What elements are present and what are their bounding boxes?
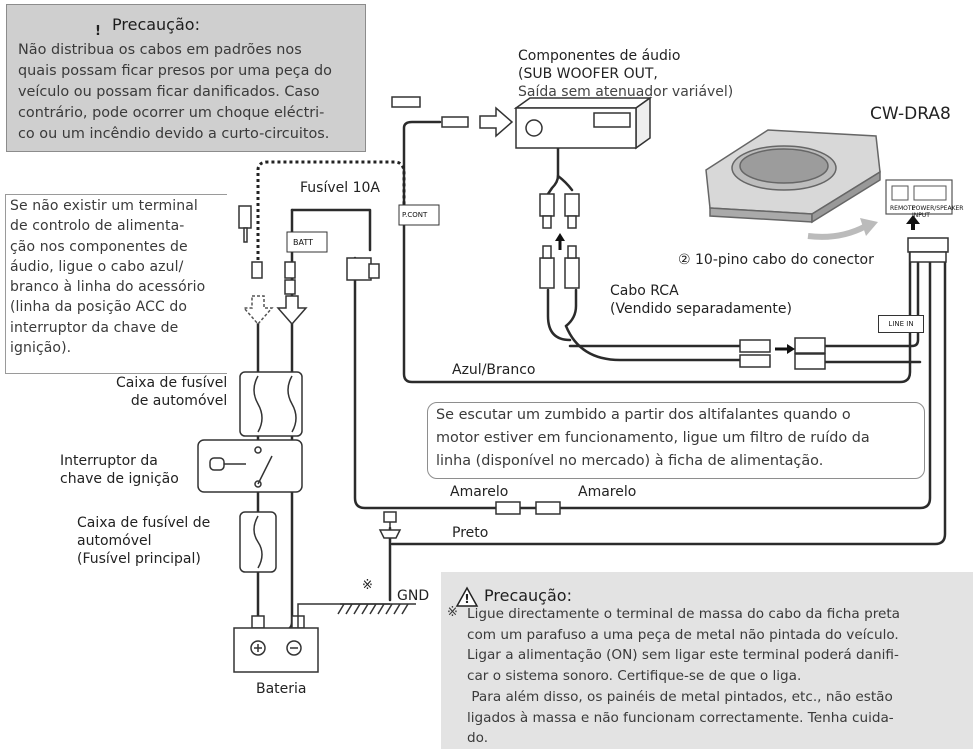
ref-mark: ※ — [362, 578, 373, 593]
wire-yellow — [353, 256, 932, 510]
wire-blue-white — [402, 203, 912, 384]
caution-bottom-title: Precaução: — [484, 586, 572, 605]
caution-bottom-line: com um parafuso a uma peça de metal não … — [467, 626, 899, 643]
acc-note-line: branco à linha do acessório — [10, 279, 206, 296]
hum-note-line: linha (disponível no mercado) à ficha de… — [436, 453, 824, 469]
gnd-label: GND — [397, 588, 430, 604]
wire-dotted — [256, 160, 406, 278]
caution-top-line: Não distribua os cabos em padrões nos — [18, 42, 302, 58]
hum-note-box — [427, 402, 925, 479]
product-label: CW-DRA8 — [870, 104, 951, 124]
caution-bottom-line: car o sistema sonoro. Certifique-se de q… — [467, 668, 802, 685]
yellow-label-right: Amarelo — [578, 484, 637, 500]
ignition-label-line: chave de ignição — [60, 471, 179, 487]
main-fuse-box — [239, 511, 277, 573]
ignition-switch — [197, 439, 303, 493]
wire-batt — [290, 208, 372, 252]
audio-label-line: Saída sem atenuador variável) — [518, 84, 734, 100]
caution-top-line: co ou um incêndio devido a curto-circuit… — [18, 126, 330, 142]
caution-box-bottom — [441, 572, 973, 749]
line-in-tag: LINE IN — [878, 315, 924, 333]
warning-icon: ! — [95, 24, 101, 39]
caution-bottom-mark: ※ — [447, 605, 458, 620]
caution-top-text: Não distribua os cabos em padrões nos qu… — [18, 40, 363, 145]
caution-bottom-line: Ligar a alimentação (ON) sem ligar este … — [467, 647, 899, 664]
fuse-label: Fusível 10A — [300, 180, 380, 196]
fusebox-label-line: de automóvel — [130, 393, 228, 409]
remote-label: REMOTE — [890, 205, 916, 212]
caution-bottom-line: Para além disso, os painéis de metal pin… — [467, 688, 893, 705]
audio-component-label: Componentes de áudio (SUB WOOFER OUT, Sa… — [518, 47, 733, 101]
acc-note-line: ignição). — [10, 340, 72, 357]
acc-note-line: áudio, ligue o cabo azul/ — [10, 258, 184, 275]
batt-tag: BATT — [293, 238, 313, 247]
rca-label: Cabo RCA (Vendido separadamente) — [610, 282, 792, 318]
fusebox-label: Caixa de fusível de automóvel — [116, 374, 227, 410]
main-fuse-label-line: automóvel — [77, 533, 152, 549]
caution-top-line: contrário, pode ocorrer um choque eléctr… — [18, 105, 325, 121]
wire-pcont-top — [402, 120, 442, 207]
acc-note-line: Se não existir um terminal — [10, 198, 198, 214]
caution-top-line: quais possam ficar presos por uma peça d… — [18, 63, 332, 79]
hum-note-line: motor estiver em funcionamento, ligue um… — [436, 430, 870, 446]
audio-label-line: Componentes de áudio — [518, 48, 681, 64]
pcont-tag: P.CONT — [402, 211, 428, 219]
caution-top-title: Precaução: — [112, 15, 200, 34]
ignition-label: Interruptor da chave de ignição — [60, 452, 179, 488]
audio-component — [513, 96, 653, 150]
main-fuse-label-line: Caixa de fusível de — [77, 515, 211, 531]
caution-bottom-text: Ligue directamente o terminal de massa d… — [467, 604, 972, 749]
connector-label: ② 10-pino cabo do conector — [678, 252, 874, 268]
cw-dra8-unit — [705, 129, 881, 224]
battery — [233, 615, 319, 673]
caution-bottom-line: do. — [467, 730, 489, 747]
main-fuse-label: Caixa de fusível de automóvel (Fusível p… — [77, 514, 210, 568]
audio-label-line: (SUB WOOFER OUT, — [518, 66, 658, 82]
wire-black — [390, 260, 947, 546]
ignition-label-line: Interruptor da — [60, 453, 158, 469]
acc-note-box — [5, 194, 227, 374]
caution-bottom-line: ligados à massa e não funcionam correcta… — [467, 709, 894, 726]
blue-white-label: Azul/Branco — [452, 362, 536, 378]
hum-note-text: Se escutar um zumbido a partir dos altif… — [436, 404, 920, 473]
main-fuse-label-line: (Fusível principal) — [77, 551, 201, 567]
acc-note-line: (linha da posição ACC do — [10, 299, 188, 316]
acc-note-line: de controlo de alimenta- — [10, 218, 185, 235]
acc-note-text: Se não existir um terminal de controlo d… — [10, 196, 224, 358]
hum-note-line: Se escutar um zumbido a partir dos altif… — [436, 407, 851, 423]
acc-note-line: ção nos componentes de — [10, 238, 188, 255]
power-input-label: POWER/SPEAKER INPUT — [912, 205, 964, 219]
rca-label-line: (Vendido separadamente) — [610, 301, 792, 317]
fusebox-label-line: Caixa de fusível — [116, 375, 228, 391]
caution-top-line: veículo ou possam ficar danificados. Cas… — [18, 84, 320, 100]
battery-label: Bateria — [256, 681, 307, 697]
rca-label-line: Cabo RCA — [610, 283, 679, 299]
black-label: Preto — [452, 525, 489, 541]
yellow-label-left: Amarelo — [450, 484, 509, 500]
car-fuse-box — [239, 371, 303, 437]
caution-box-top — [6, 4, 366, 152]
acc-note-line: interruptor da chave de — [10, 319, 179, 336]
caution-bottom-line: Ligue directamente o terminal de massa d… — [467, 606, 901, 622]
warning-icon-bottom: ! — [464, 592, 470, 606]
